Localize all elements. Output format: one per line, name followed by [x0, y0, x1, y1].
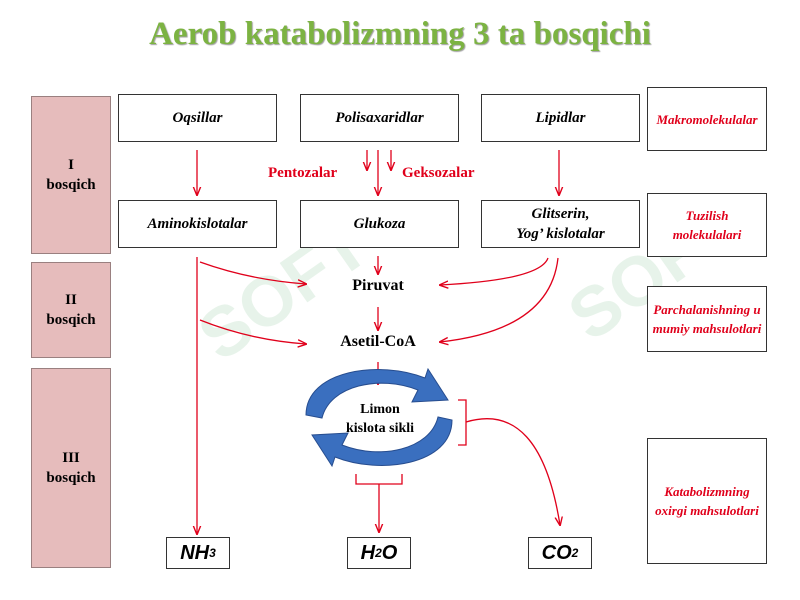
h2o-sub: 2 — [375, 546, 382, 560]
cycle-line-1: Limon — [360, 402, 400, 417]
arrow — [440, 257, 559, 342]
stage-2-box: II bosqich — [31, 262, 111, 358]
asetil-coa-label: Asetil-CoA — [340, 333, 416, 350]
parchalanish-box: Parchalanishning umumiy mahsulotlari — [647, 286, 767, 352]
arrow — [440, 257, 549, 285]
glitserin-label: Glitserin, — [531, 206, 590, 222]
cycle-line-2: kislota sikli — [345, 421, 415, 436]
stage-2-word: bosqich — [46, 312, 96, 328]
tuzilish-molekulalari-box: Tuzilish molekulalari — [647, 193, 767, 257]
co2-sub: 2 — [571, 546, 579, 560]
polisaxaridlar-box: Polisaxaridlar — [300, 94, 459, 142]
glitserin-box: Glitserin, Yog’ kislotalar — [481, 200, 640, 248]
stage-3-word: bosqich — [46, 470, 96, 486]
yog-kislotalar-label: Yog’ kislotalar — [516, 226, 605, 242]
geksozalar-label: Geksozalar — [402, 165, 475, 181]
krebs-cycle-label: Limon kislota sikli — [330, 400, 430, 438]
aminokislotalar-box: Aminokislotalar — [118, 200, 277, 248]
glukoza-box: Glukoza — [300, 200, 459, 248]
cycle-upper-arrow — [305, 367, 449, 419]
arrow — [199, 319, 306, 344]
h2o-main: H — [360, 541, 376, 564]
stage-2-number: II — [65, 292, 77, 308]
bracket — [458, 399, 467, 446]
stage-1-word: bosqich — [46, 177, 96, 193]
arrow — [465, 418, 560, 525]
nh3-sub: 3 — [209, 546, 216, 560]
arrow — [199, 261, 306, 284]
bracket — [355, 474, 403, 485]
makromolekulalar-box: Makromolekulalar — [647, 87, 767, 151]
co2-main: CO — [541, 541, 572, 564]
nh3-main: NH — [180, 541, 210, 564]
pentozalar-label: Pentozalar — [268, 165, 338, 181]
lipidlar-box: Lipidlar — [481, 94, 640, 142]
stage-3-number: III — [62, 450, 80, 466]
page-title: Aerob katabolizmning 3 ta bosqichi — [149, 16, 651, 52]
h2o-tail: O — [381, 541, 398, 564]
piruvat-label: Piruvat — [352, 277, 404, 294]
cycle-lower-arrow — [311, 416, 453, 468]
stage-3-box: III bosqich — [31, 368, 111, 568]
stage-1-number: I — [68, 157, 74, 173]
oqsillar-box: Oqsillar — [118, 94, 277, 142]
katabolizm-oxirgi-box: Katabolizmning oxirgi mahsulotlari — [647, 438, 767, 564]
